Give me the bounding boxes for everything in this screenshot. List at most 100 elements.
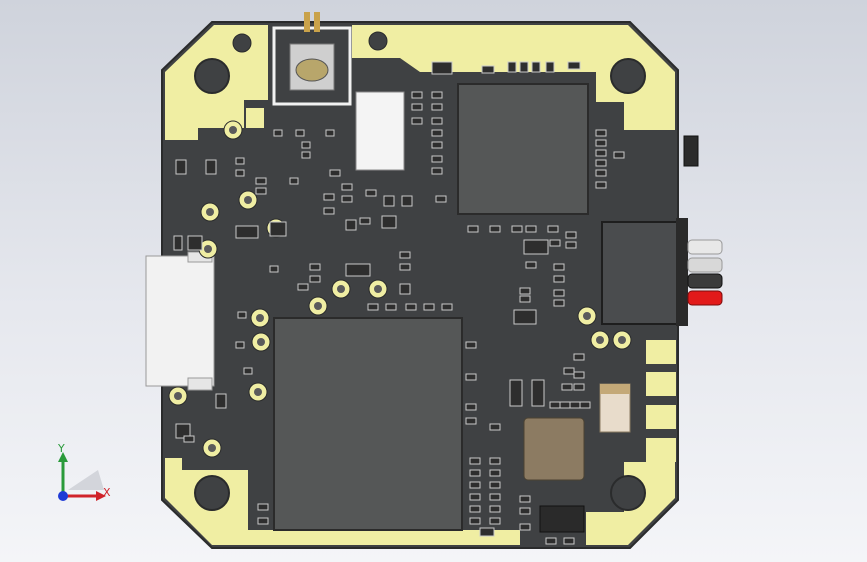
smd-component	[399, 283, 411, 295]
smd-component	[567, 61, 581, 70]
smd-component	[489, 423, 501, 431]
smd-component	[595, 149, 607, 157]
test-point-hole	[174, 392, 182, 400]
wire-white	[687, 239, 723, 255]
smd-component	[519, 287, 531, 295]
smd-component	[399, 251, 411, 259]
smd-component	[175, 423, 191, 439]
smd-component	[289, 177, 299, 185]
smd-component	[549, 239, 561, 247]
smd-component	[235, 225, 259, 239]
smd-component	[553, 263, 565, 271]
smd-component	[269, 265, 279, 273]
smd-component	[301, 151, 311, 159]
crystal-oscillator	[355, 91, 405, 171]
test-point-hole	[596, 336, 604, 344]
test-point-hole	[618, 336, 626, 344]
smd-component	[309, 263, 321, 271]
smd-component	[565, 241, 577, 249]
smd-component	[511, 225, 523, 233]
smd-component	[489, 225, 501, 233]
mounting-hole-br	[610, 475, 646, 511]
smd-component	[341, 195, 353, 203]
smd-component	[187, 235, 203, 251]
test-point-hole	[374, 285, 382, 293]
smd-component	[411, 91, 423, 99]
smd-component	[309, 275, 321, 283]
mounting-hole-tl	[194, 58, 230, 94]
triad-shadow	[68, 470, 104, 490]
power-inductor	[523, 417, 585, 481]
smd-component	[563, 537, 575, 545]
smd-component	[255, 177, 267, 185]
antenna-keepout	[272, 26, 352, 106]
mounting-hole-bl	[194, 475, 230, 511]
smd-component	[465, 417, 477, 425]
smd-component	[257, 503, 269, 511]
smd-component	[519, 523, 531, 531]
smd-component	[401, 195, 413, 207]
mounting-hole-tr	[610, 58, 646, 94]
smd-component	[435, 195, 447, 203]
u-fl-pins	[314, 12, 320, 32]
smd-component	[469, 481, 481, 489]
smd-component	[257, 517, 269, 525]
test-point-hole	[314, 302, 322, 310]
smd-component	[431, 155, 443, 163]
test-point-hole	[206, 208, 214, 216]
smd-component	[519, 495, 531, 503]
smd-component	[345, 219, 357, 231]
smd-component	[469, 493, 481, 501]
wire-white-2	[687, 257, 723, 273]
smd-component	[519, 61, 529, 73]
smd-component	[301, 141, 311, 149]
regulator-ic	[539, 505, 585, 533]
smd-component	[519, 295, 531, 303]
smd-component	[489, 469, 501, 477]
smd-component	[573, 383, 585, 391]
test-pad	[246, 108, 264, 128]
smd-component	[489, 505, 501, 513]
smd-component	[481, 65, 495, 74]
smd-component	[465, 403, 477, 411]
smd-component	[595, 169, 607, 177]
smd-component	[549, 401, 561, 409]
smd-component	[513, 309, 537, 325]
smd-component	[509, 379, 523, 407]
solder-pad	[646, 405, 676, 429]
smd-component	[547, 225, 559, 233]
smd-component	[553, 275, 565, 283]
smd-component	[489, 517, 501, 525]
smd-component	[431, 117, 443, 125]
smd-component	[595, 181, 607, 189]
smd-component	[465, 341, 477, 349]
smd-component	[237, 311, 247, 319]
smd-component	[297, 283, 309, 291]
smd-component	[595, 159, 607, 167]
smd-component	[235, 169, 245, 177]
smd-component	[469, 469, 481, 477]
smd-component	[365, 189, 377, 197]
smd-component	[431, 129, 443, 137]
smd-component	[431, 167, 443, 175]
smd-component	[399, 263, 411, 271]
smd-component	[295, 129, 305, 137]
u-fl-pins	[304, 12, 310, 32]
smd-component	[489, 457, 501, 465]
test-point-hole	[229, 126, 237, 134]
smd-component	[479, 527, 495, 537]
z-axis-dot	[58, 491, 68, 501]
smd-component	[563, 367, 575, 375]
smd-component	[235, 341, 245, 349]
small-hole	[232, 33, 252, 53]
axis-triad	[58, 452, 106, 501]
smd-component	[507, 61, 517, 73]
solder-pad	[646, 372, 676, 396]
smd-component	[183, 435, 195, 443]
smd-passive-group	[173, 61, 625, 545]
smd-component	[385, 303, 397, 311]
smd-component	[215, 393, 227, 409]
smd-component	[565, 231, 577, 239]
